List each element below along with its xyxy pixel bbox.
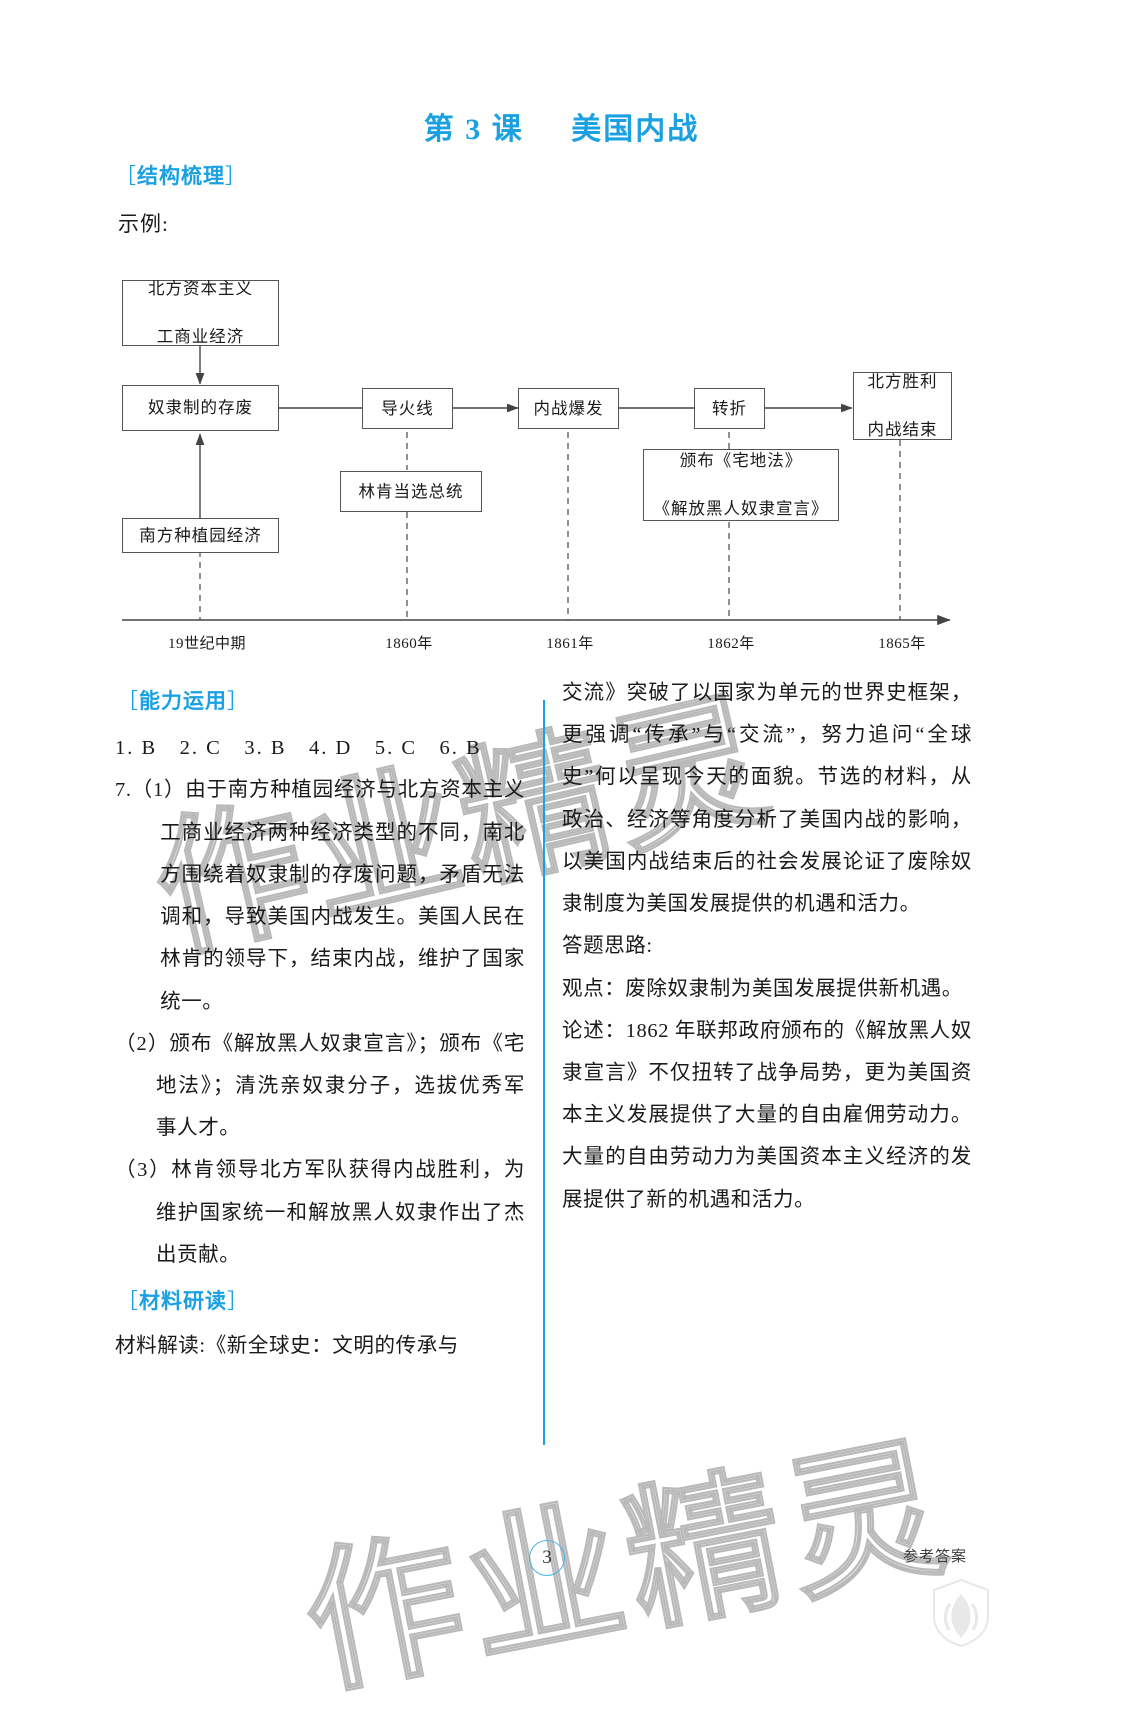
bracket-open: ［ [117,1289,139,1314]
flow-box-outbreak-label: 内战爆发 [533,398,604,418]
section-header-ability-label: 能力运用 [139,689,227,713]
timeline-label-5: 1865年 [878,636,926,652]
flow-box-victory-line2: 内战结束 [867,419,938,439]
publisher-logo-icon [933,1578,989,1648]
section-header-ability: ［能力运用］ [117,680,525,723]
flow-box-victory-line1: 北方胜利 [867,372,938,392]
flow-box-north-line2: 工商业经济 [156,326,245,346]
mcq-answer-row: 1. B 2. C 3. B 4. D 5. C 6. B [115,737,482,760]
flow-box-turning: 转折 [694,388,765,429]
flow-box-lincoln: 林肯当选总统 [340,471,482,512]
flow-box-fuse-label: 导火线 [381,398,434,418]
material-body-text: 交流》突破了以国家为单元的世界史框架，更强调“传承”与“交流”，努力追问“全球史… [562,682,972,916]
timeline-label-1: 19世纪中期 [167,636,247,652]
flow-box-slavery: 奴隶制的存废 [122,385,279,431]
flow-box-victory: 北方胜利 内战结束 [853,372,952,440]
flow-box-south: 南方种植园经济 [122,518,279,553]
answers-column-left: ［能力运用］ 1. B 2. C 3. B 4. D 5. C 6. B 7.（… [115,680,525,1368]
flowchart-connectors [122,346,951,626]
section-header-material: ［材料研读］ [117,1280,525,1323]
section-header-structure: ［结构梳理］ [115,160,247,190]
flow-box-south-label: 南方种植园经济 [139,525,262,545]
flow-box-acts-line2: 《解放黑人奴隶宣言》 [653,498,829,518]
section-header-material-label: 材料研读 [139,1289,227,1314]
flow-box-north-line1: 北方资本主义 [148,279,253,299]
argument-text: 论述：1862 年联邦政府颁布的《解放黑人奴隶宣言》不仅扭转了战争局势，更为美国… [562,1019,972,1211]
watermark-bottom: 作业精灵 [291,1418,966,1714]
bracket-open: ［ [115,164,137,188]
answer-7-3: （3）林肯领导北方军队获得内战胜利，为维护国家统一和解放黑人奴隶作出了杰出贡献。 [115,1159,525,1266]
bracket-open: ［ [117,689,139,713]
lesson-name: 美国内战 [571,113,700,146]
material-lead-text: 材料解读:《新全球史：文明的传承与 [115,1335,459,1358]
flow-box-lincoln-label: 林肯当选总统 [358,481,464,501]
flow-box-slavery-label: 奴隶制的存废 [148,398,253,418]
timeline-label-4: 1862年 [707,636,755,652]
page-number: 3 [529,1540,565,1576]
flow-box-acts-line1: 颁布《宅地法》 [679,451,803,471]
flow-box-acts: 颁布《宅地法》 《解放黑人奴隶宣言》 [643,449,839,521]
lesson-number: 第 3 课 [423,113,524,146]
answer-7-1: 7.（1）由于南方种植园经济与北方资本主义工商业经济两种经济类型的不同，南北方围… [115,779,525,1013]
timeline-label-3: 1861年 [546,636,594,652]
section-header-structure-label: 结构梳理 [137,164,225,188]
structure-flowchart: 北方资本主义 工商业经济 奴隶制的存废 南方种植园经济 导火线 林肯当选总统 内… [0,0,1123,660]
bracket-close: ］ [227,1289,249,1314]
answer-7-2: （2）颁布《解放黑人奴隶宣言》；颁布《宅地法》；清洗亲奴隶分子，选拔优秀军事人才… [115,1032,525,1140]
timeline-label-2: 1860年 [385,636,433,652]
answers-column-right: 交流》突破了以国家为单元的世界史框架，更强调“传承”与“交流”，努力追问“全球史… [562,672,972,1221]
footer-label: 参考答案 [903,1548,968,1565]
column-divider [543,700,545,1445]
flow-box-outbreak: 内战爆发 [518,388,619,429]
page-title: 第 3 课 美国内战 [0,104,1123,148]
flow-box-north: 北方资本主义 工商业经济 [122,279,279,346]
viewpoint-text: 观点：废除奴隶制为美国发展提供新机遇。 [562,977,963,1000]
flow-box-fuse: 导火线 [362,388,453,429]
thinking-label: 答题思路: [562,935,653,958]
sample-label: 示例: [118,212,169,236]
bracket-close: ］ [227,689,249,713]
bracket-close: ］ [225,164,247,188]
flow-box-turning-label: 转折 [712,398,747,418]
